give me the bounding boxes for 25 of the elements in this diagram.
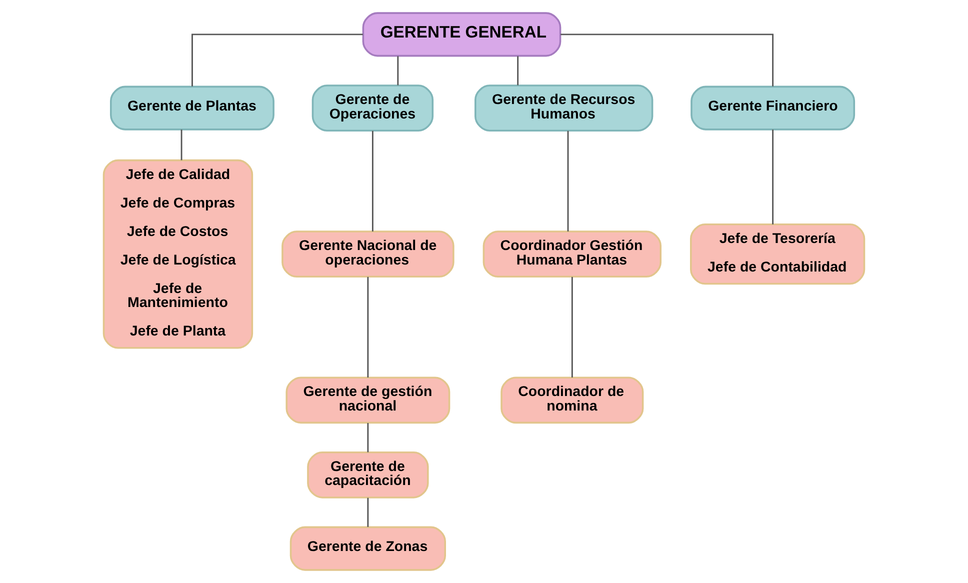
connector	[560, 34, 774, 86]
node-box: Gerente de Plantas	[110, 86, 274, 130]
node-box: Gerente de capacitación	[307, 452, 429, 498]
connector	[567, 130, 569, 232]
node-box: Gerente de Operaciones	[312, 84, 434, 132]
connector	[772, 130, 774, 224]
node-box: Gerente Financiero	[690, 86, 856, 130]
connector	[397, 56, 399, 86]
node-box: Gerente de Zonas	[290, 526, 446, 571]
connector	[180, 130, 182, 160]
node-box: Gerente Nacional de operaciones	[282, 230, 454, 278]
node-box: Jefe de Calidad Jefe de Compras Jefe de Costos Jefe de Logística Jefe de Mantenimiento Jefe de Planta	[102, 159, 254, 349]
node-box: Gerente de gestión nacional	[286, 376, 450, 424]
connector	[192, 34, 363, 86]
connector	[367, 276, 369, 378]
node-box: Coordinador Gestión Humana Plantas	[482, 230, 662, 278]
node-box: GERENTE GENERAL	[362, 12, 562, 57]
node-box: Jefe de Tesorería Jefe de Contabilidad	[690, 224, 866, 285]
node-box: Gerente de Recursos Humanos	[474, 84, 654, 132]
node-box: Coordinador de nomina	[500, 376, 644, 424]
connector	[571, 276, 573, 378]
connector	[367, 498, 369, 527]
connector	[372, 130, 374, 232]
connector	[367, 423, 369, 452]
connector	[517, 56, 519, 86]
